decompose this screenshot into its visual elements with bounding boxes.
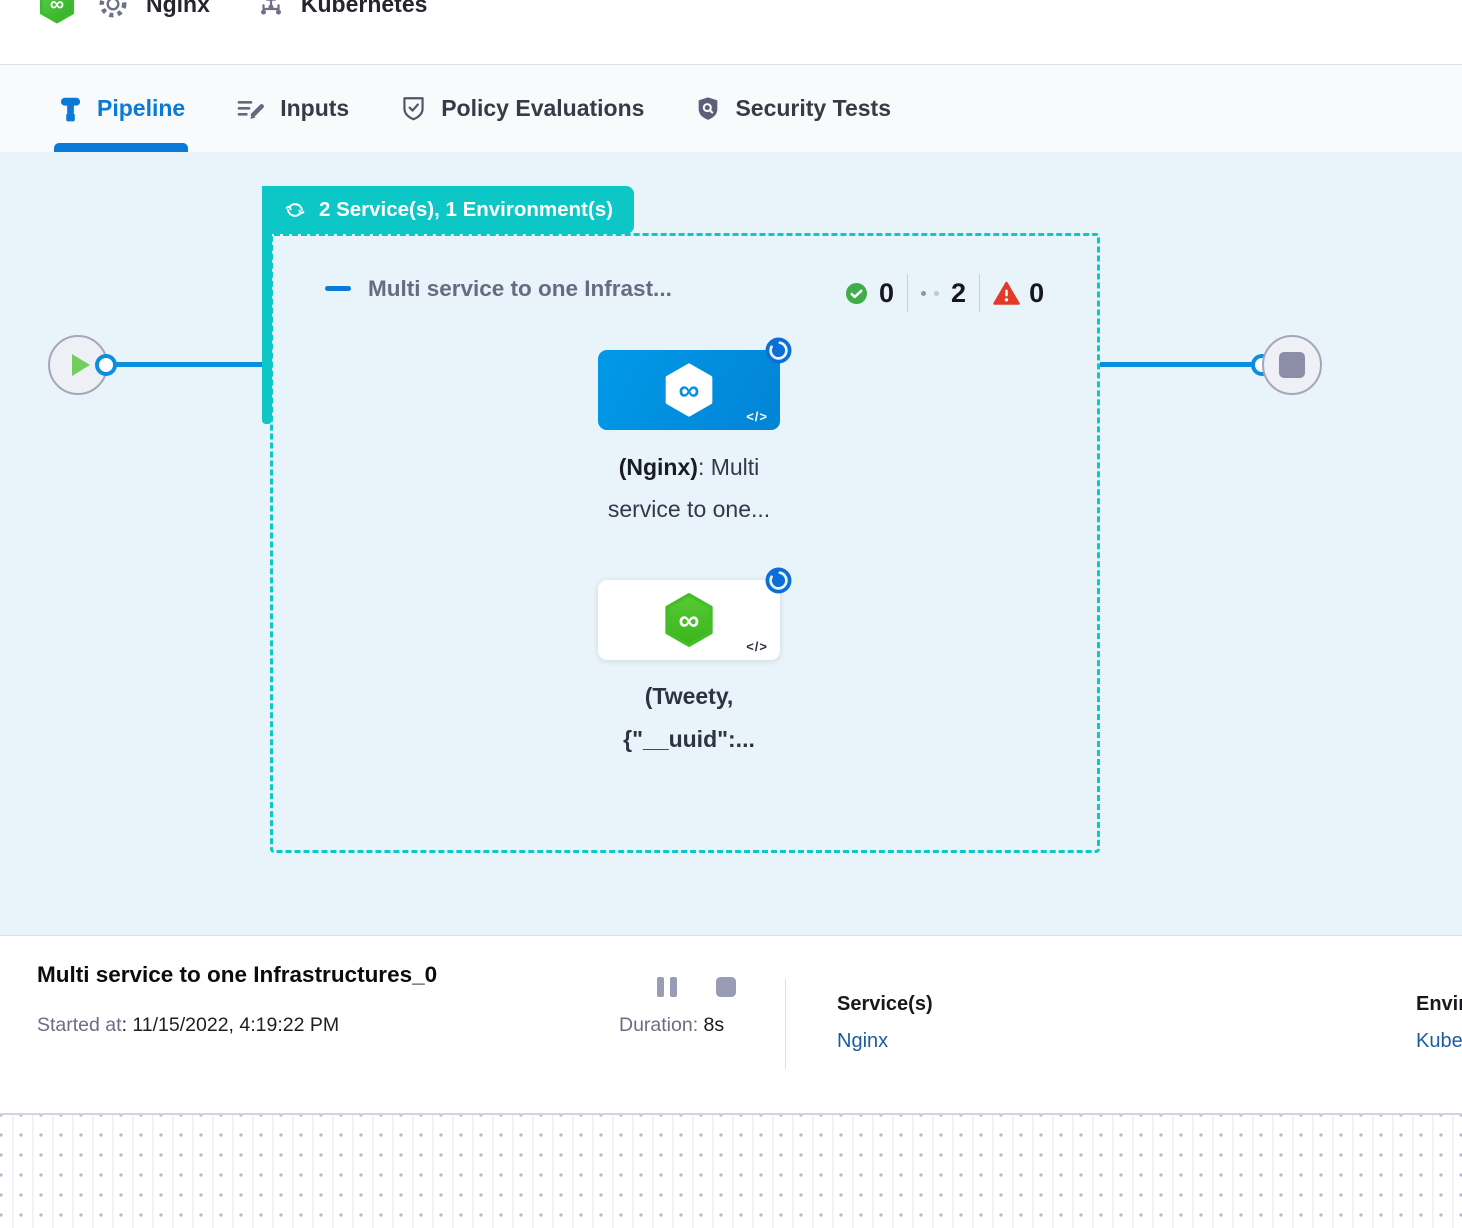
- success-count: 0: [879, 277, 895, 308]
- loop-icon: [283, 198, 307, 222]
- duration-row: Duration: 8s: [619, 1014, 724, 1037]
- tab-policy-evaluations[interactable]: Policy Evaluations: [379, 65, 664, 152]
- collapse-stage-icon[interactable]: [325, 286, 351, 291]
- failed-count: 0: [1029, 277, 1045, 308]
- started-at-row: Started at: 11/15/2022, 4:19:22 PM: [37, 1014, 339, 1037]
- stage-status-counts: 0 2 0: [845, 271, 1044, 315]
- stage-group-boundary[interactable]: [270, 233, 1100, 853]
- harness-hexagon-green-icon: ∞: [665, 593, 713, 647]
- service-node-nginx-label: (Nginx): Multi service to one...: [607, 454, 771, 522]
- edge-start-to-stage: [112, 362, 264, 367]
- pipeline-canvas[interactable]: 2 Service(s), 1 Environment(s) Multi ser…: [0, 152, 1462, 935]
- tab-inputs-label: Inputs: [280, 95, 350, 121]
- count-divider: [907, 274, 909, 312]
- stage-group-badge-label: 2 Service(s), 1 Environment(s): [319, 198, 613, 221]
- tab-policy-evaluations-label: Policy Evaluations: [441, 95, 645, 121]
- success-check-icon: [845, 282, 868, 305]
- harness-logo-icon: ∞: [38, 0, 76, 24]
- svg-text:∞: ∞: [679, 604, 700, 637]
- footer-divider: [785, 979, 786, 1069]
- environments-label: Environment(s): [1416, 993, 1462, 1015]
- policy-shield-check-icon: [399, 93, 428, 124]
- duration-value: 8s: [703, 1014, 725, 1036]
- stage-group-title: Multi service to one Infrast...: [368, 276, 672, 301]
- stage-accent-bar: [262, 186, 272, 424]
- tab-pipeline-label: Pipeline: [97, 95, 186, 121]
- service-node-nginx[interactable]: ∞ </>: [598, 337, 792, 430]
- running-count: 2: [951, 277, 967, 308]
- started-at-label: Started at: [37, 1014, 122, 1036]
- tab-bar: Pipeline Inputs Policy Evaluations: [0, 64, 1462, 152]
- pause-button[interactable]: [657, 977, 677, 997]
- console-grid-strip: [0, 1113, 1462, 1228]
- services-link[interactable]: Nginx: [837, 1030, 889, 1052]
- infrastructure-icon: [256, 0, 286, 19]
- inputs-icon: [235, 93, 267, 125]
- running-spinner-badge: [765, 337, 792, 364]
- abort-button[interactable]: [716, 977, 736, 997]
- svg-text:∞: ∞: [50, 0, 64, 16]
- security-shield-icon: [694, 94, 722, 124]
- count-divider: [979, 274, 981, 312]
- environments-section: Environment(s) Kubernetes: [1416, 993, 1462, 1053]
- service-node-tweety-label: (Tweety, {"__uuid":...: [623, 683, 755, 752]
- pipeline-end-node[interactable]: [1262, 335, 1322, 395]
- code-icon: </>: [746, 409, 768, 424]
- services-label: Service(s): [837, 993, 933, 1015]
- duration-label: Duration:: [619, 1014, 704, 1036]
- play-icon: [71, 354, 90, 376]
- environments-link[interactable]: Kubernetes: [1416, 1030, 1462, 1052]
- warning-triangle-icon: [993, 281, 1020, 306]
- tab-security-tests-label: Security Tests: [735, 95, 891, 121]
- stage-group-badge[interactable]: 2 Service(s), 1 Environment(s): [262, 186, 634, 234]
- services-section: Service(s) Nginx: [837, 993, 933, 1053]
- running-spinner-badge: [765, 567, 792, 594]
- service-node-tweety[interactable]: ∞ </>: [598, 567, 792, 660]
- context-service-name[interactable]: Nginx: [146, 0, 210, 17]
- harness-hexagon-white-icon: ∞: [665, 363, 713, 417]
- execution-summary-bar: Multi service to one Infrastructures_0 S…: [0, 935, 1462, 1113]
- stop-square-icon: [1279, 352, 1305, 378]
- active-tab-underline: [54, 143, 189, 152]
- svg-text:∞: ∞: [679, 374, 700, 407]
- code-icon: </>: [746, 639, 768, 654]
- running-dots-icon: [921, 290, 940, 296]
- tab-pipeline[interactable]: Pipeline: [37, 65, 205, 152]
- gear-icon: [97, 0, 129, 20]
- started-at-value: : 11/15/2022, 4:19:22 PM: [121, 1014, 340, 1036]
- pipeline-icon: [57, 94, 84, 124]
- context-environment-name[interactable]: Kubernetes: [300, 0, 428, 17]
- execution-title: Multi service to one Infrastructures_0: [37, 962, 438, 987]
- tab-inputs[interactable]: Inputs: [215, 65, 369, 152]
- tab-security-tests[interactable]: Security Tests: [674, 65, 911, 152]
- start-connector-dot: [95, 354, 117, 376]
- edge-stage-to-end: [1100, 362, 1254, 367]
- context-header: ∞ Nginx Kubernetes: [0, 0, 1462, 64]
